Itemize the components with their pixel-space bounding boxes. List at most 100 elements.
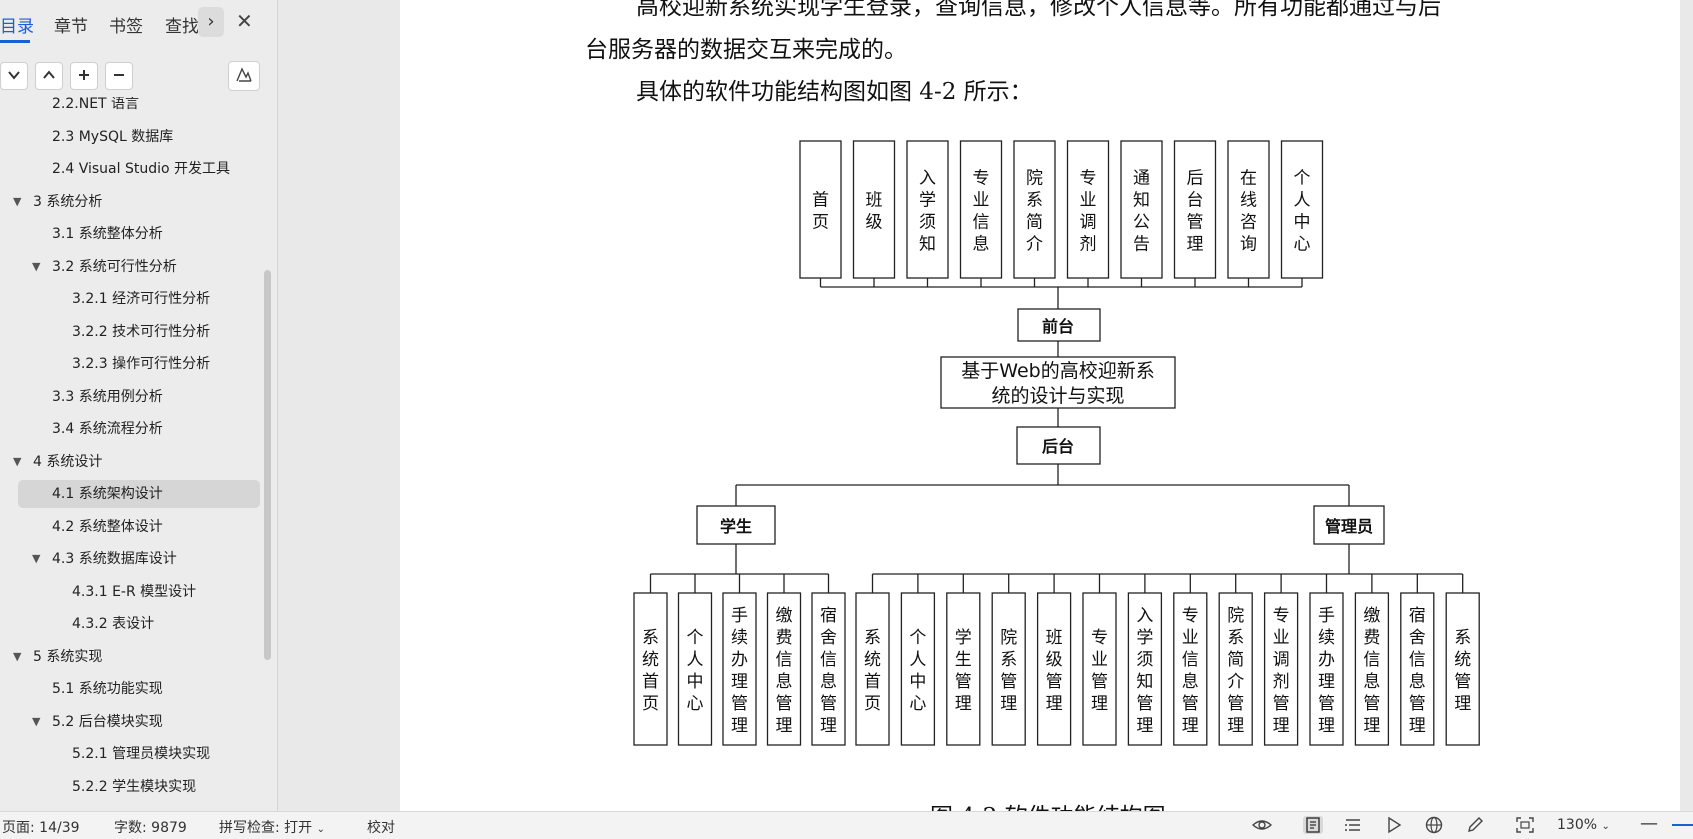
- expand-all-button[interactable]: [70, 62, 98, 90]
- toc-item[interactable]: 3.2.3 操作可行性分析: [0, 350, 262, 378]
- fit-page-icon[interactable]: [1515, 816, 1535, 834]
- admin-module-label: 专业调剂管理: [1273, 606, 1290, 736]
- document-area: 高校迎新系统实现学生登录，查询信息，修改个人信息等。所有功能都通过与后 台服务器…: [278, 0, 1693, 811]
- front-module-label: 专业调剂: [1080, 169, 1097, 255]
- toc-item[interactable]: ▼ 5.2 后台模块实现: [0, 708, 262, 736]
- toc-item[interactable]: 4.1 系统架构设计: [18, 480, 260, 508]
- front-module-label: 首页: [812, 191, 829, 233]
- toc-item[interactable]: ▼3 系统分析: [0, 188, 262, 216]
- toc-item[interactable]: 3.2.1 经济可行性分析: [0, 285, 262, 313]
- outline-view-icon[interactable]: [1343, 816, 1363, 834]
- admin-module-box: [946, 592, 981, 746]
- toc-item[interactable]: 5.2.1 管理员模块实现: [0, 740, 262, 768]
- chevron-up-icon: [43, 70, 55, 79]
- move-up-button[interactable]: [35, 62, 63, 90]
- toc-item-label: 3.2.1 经济可行性分析: [72, 291, 211, 307]
- toc-item-label: 2.3 MySQL 数据库: [52, 128, 174, 145]
- front-module-box: [1173, 140, 1217, 279]
- smart-toc-button[interactable]: [228, 61, 260, 91]
- toc-item[interactable]: 3.3 系统用例分析: [0, 383, 262, 411]
- toc-item-label: 2.2.NET 语言: [52, 97, 140, 112]
- admin-module-box: [1218, 592, 1253, 746]
- front-end-label: 前台: [1042, 317, 1074, 336]
- toc-item-label: 4 系统设计: [33, 453, 103, 470]
- toc-item[interactable]: 4.3.2 表设计: [0, 610, 262, 638]
- admin-module-box: [1036, 592, 1072, 746]
- tab-bookmarks[interactable]: 书签: [109, 17, 143, 37]
- tabs-scroll-right-icon[interactable]: ›: [198, 7, 224, 37]
- toc-item[interactable]: 2.4 Visual Studio 开发工具: [0, 155, 262, 183]
- student-module-box: [633, 592, 668, 746]
- toc-scrollbar[interactable]: [264, 270, 271, 660]
- admin-module-box: [900, 592, 936, 746]
- toc-item[interactable]: 3.2.2 技术可行性分析: [0, 318, 262, 346]
- front-module-box: [1066, 140, 1110, 279]
- front-module-label: 通知公告: [1133, 169, 1150, 255]
- collapse-all-button[interactable]: [105, 62, 133, 90]
- page-view-icon[interactable]: [1303, 816, 1323, 834]
- student-label: 学生: [720, 517, 752, 536]
- student-module-label: 手续办理管理: [731, 606, 748, 736]
- admin-module-box: [991, 592, 1026, 746]
- tab-chapters[interactable]: 章节: [54, 17, 88, 37]
- toc-item[interactable]: ▼ 3.2 系统可行性分析: [0, 253, 262, 281]
- student-module-label: 缴费信息管理: [776, 606, 793, 736]
- admin-module-label: 专业管理: [1091, 628, 1108, 714]
- admin-module-label: 班级管理: [1046, 628, 1063, 714]
- sidebar-tabs: 目录 章节 书签 查找 › ✕: [0, 0, 277, 48]
- chevron-down-icon: ⌄: [316, 824, 326, 835]
- tab-find[interactable]: 查找: [165, 17, 199, 37]
- toc-item-label: 5.2.2 学生模块实现: [72, 778, 197, 795]
- front-module-box: [1280, 140, 1324, 279]
- toc-item[interactable]: 4.3.1 E-R 模型设计: [0, 578, 262, 606]
- caret-down-icon[interactable]: ▼: [13, 194, 22, 208]
- plus-icon: [79, 70, 89, 80]
- toc-item[interactable]: 2.2.NET 语言: [0, 97, 262, 118]
- zoom-out-icon[interactable]: —: [1640, 813, 1658, 834]
- toc-list: 2.2.NET 语言 2.3 MySQL 数据库 2.4 Visual Studio…: [0, 97, 262, 811]
- front-module-label: 班级: [866, 191, 883, 233]
- zoom-level[interactable]: 130% ⌄: [1557, 817, 1610, 833]
- web-icon[interactable]: [1424, 816, 1444, 834]
- front-end-box: [1017, 308, 1101, 342]
- toc-item-label: 3.2.2 技术可行性分析: [72, 323, 211, 340]
- zoom-slider[interactable]: [1672, 824, 1693, 826]
- admin-module-label: 专业信息管理: [1182, 606, 1199, 736]
- toc-item-label: 4.3.2 表设计: [72, 616, 155, 632]
- admin-module-box: [1400, 592, 1435, 746]
- eye-icon[interactable]: [1251, 816, 1273, 834]
- toc-item[interactable]: 3.4 系统流程分析: [0, 415, 262, 443]
- toc-item[interactable]: 4.2 系统整体设计: [0, 513, 262, 541]
- toc-item[interactable]: 5.2.2 学生模块实现: [0, 773, 262, 801]
- word-count[interactable]: 字数: 9879: [114, 820, 187, 836]
- caret-down-icon[interactable]: ▼: [32, 259, 41, 273]
- front-module-box: [852, 140, 896, 279]
- caret-down-icon[interactable]: ▼: [13, 649, 22, 663]
- collapse-down-button[interactable]: [0, 62, 28, 90]
- close-icon[interactable]: ✕: [236, 9, 253, 33]
- page-indicator[interactable]: 页面: 14/39: [2, 820, 80, 836]
- toc-item[interactable]: 3.1 系统整体分析: [0, 220, 262, 248]
- toc-item-label: 5.2 后台模块实现: [52, 713, 163, 730]
- toc-toolbar: [0, 60, 277, 94]
- toc-item[interactable]: 5.1 系统功能实现: [0, 675, 262, 703]
- student-module-label: 宿舍信息管理: [820, 606, 837, 736]
- caret-down-icon[interactable]: ▼: [32, 714, 41, 728]
- toc-item[interactable]: 2.3 MySQL 数据库: [0, 123, 262, 151]
- paragraph-line-2: 台服务器的数据交互来完成的。: [585, 37, 907, 63]
- caret-down-icon[interactable]: ▼: [13, 454, 22, 468]
- admin-module-box: [1445, 592, 1480, 746]
- spell-check-toggle[interactable]: 拼写检查: 打开 ⌄: [219, 817, 325, 837]
- status-bar: 页面: 14/39 字数: 9879 拼写检查: 打开 ⌄ 校对 130% ⌄ …: [0, 811, 1693, 839]
- function-structure-diagram: 首页班级入学须知专业信息院系简介专业调剂通知公告后台管理在线咨询个人中心前台基于…: [633, 140, 1480, 746]
- toc-item-label: 3.2 系统可行性分析: [52, 258, 177, 275]
- proofread-button[interactable]: 校对: [367, 820, 395, 836]
- toc-item[interactable]: ▼ 4 系统设计: [0, 448, 262, 476]
- toc-item[interactable]: ▼4.3 系统数据库设计: [0, 545, 262, 573]
- caret-down-icon[interactable]: ▼: [32, 552, 41, 565]
- play-icon[interactable]: [1384, 816, 1404, 834]
- tab-toc[interactable]: 目录: [0, 17, 34, 37]
- pen-icon[interactable]: [1465, 816, 1485, 834]
- toc-item[interactable]: ▼5 系统实现: [0, 643, 262, 671]
